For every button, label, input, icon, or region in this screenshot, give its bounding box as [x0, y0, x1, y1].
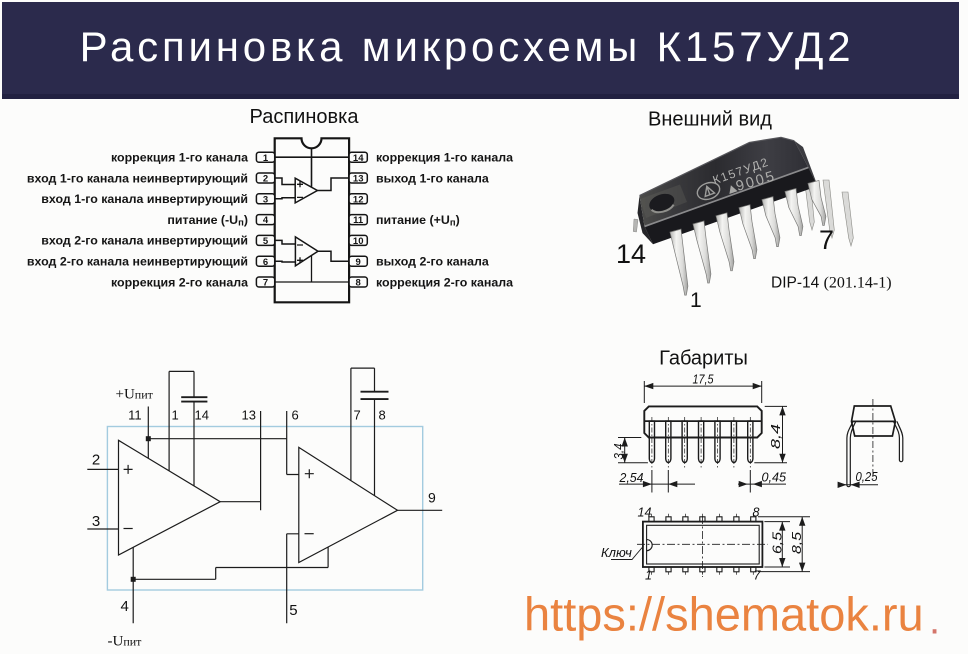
svg-text:вход 1-го канала неинвертирующ: вход 1-го канала неинвертирующий [27, 171, 248, 185]
svg-text:1: 1 [172, 408, 179, 423]
svg-text:11: 11 [353, 215, 364, 226]
svg-text:Распиновка микросхемы К157УД2: Распиновка микросхемы К157УД2 [80, 23, 855, 70]
svg-text:5: 5 [263, 236, 269, 247]
svg-text:4: 4 [121, 598, 129, 615]
svg-text:7: 7 [819, 225, 834, 255]
svg-text:выход 2-го канала: выход 2-го канала [376, 255, 489, 269]
svg-text:Габариты: Габариты [659, 348, 748, 370]
svg-text:2: 2 [263, 174, 268, 185]
svg-text:13: 13 [353, 174, 364, 185]
svg-text:9: 9 [428, 490, 436, 506]
svg-text:коррекция 1-го канала: коррекция 1-го канала [376, 151, 513, 165]
svg-text:14: 14 [638, 506, 652, 520]
svg-text:7: 7 [754, 569, 762, 583]
svg-text:коррекция 1-го канала: коррекция 1-го канала [111, 151, 248, 165]
svg-text:8,4: 8,4 [768, 424, 783, 449]
svg-text:6,5: 6,5 [770, 531, 785, 554]
svg-text:9: 9 [356, 257, 361, 268]
svg-text:6: 6 [292, 408, 299, 423]
svg-text:Внешний вид: Внешний вид [648, 109, 772, 131]
svg-text:8: 8 [379, 408, 386, 423]
svg-text:8: 8 [356, 278, 361, 289]
svg-text:вход 2-го канала инвертирующий: вход 2-го канала инвертирующий [41, 234, 248, 248]
svg-text:коррекция 2-го канала: коррекция 2-го канала [111, 275, 248, 289]
svg-text:DIP-14 (201.14-1): DIP-14 (201.14-1) [771, 275, 892, 292]
svg-text:1: 1 [690, 289, 702, 312]
svg-text:8: 8 [753, 506, 760, 520]
svg-text:4: 4 [263, 215, 269, 226]
svg-text:3: 3 [263, 194, 268, 205]
svg-text:14: 14 [616, 239, 646, 269]
svg-text:вход 2-го канала неинвертирующ: вход 2-го канала неинвертирующий [27, 255, 248, 269]
svg-text:.: . [929, 599, 940, 643]
svg-text:0,45: 0,45 [762, 470, 787, 485]
svg-text:14: 14 [195, 408, 209, 423]
svg-text:11: 11 [128, 408, 142, 423]
svg-text:2: 2 [92, 452, 100, 469]
svg-text:3: 3 [92, 513, 100, 530]
svg-text:13: 13 [242, 408, 256, 423]
svg-text:5: 5 [289, 602, 297, 619]
svg-text:Ключ: Ключ [601, 545, 632, 560]
svg-text:+Uпит: +Uпит [116, 387, 154, 403]
svg-text:1: 1 [645, 569, 652, 583]
svg-text:Распиновка: Распиновка [250, 106, 360, 128]
svg-text:12: 12 [353, 194, 364, 205]
svg-text:14: 14 [353, 153, 364, 164]
svg-text:3,4: 3,4 [611, 444, 626, 460]
svg-text:0,25: 0,25 [856, 469, 879, 484]
svg-text:1: 1 [263, 153, 269, 164]
svg-text:7: 7 [263, 278, 268, 289]
svg-text:коррекция 2-го канала: коррекция 2-го канала [376, 275, 513, 289]
svg-text:10: 10 [353, 236, 364, 247]
svg-text:выход 1-го канала: выход 1-го канала [376, 171, 489, 185]
svg-text:-Uпит: -Uпит [108, 634, 143, 650]
svg-text:2,54: 2,54 [619, 470, 644, 485]
svg-text:17,5: 17,5 [693, 372, 715, 387]
svg-text:питание (+Uп): питание (+Uп) [376, 213, 460, 229]
svg-text:питание (-Uп): питание (-Uп) [167, 213, 248, 229]
svg-text:вход 1-го канала инвертирующий: вход 1-го канала инвертирующий [41, 192, 248, 206]
svg-text:6: 6 [263, 257, 268, 268]
svg-text:7: 7 [354, 408, 361, 423]
svg-text:https://shematok.ru: https://shematok.ru [524, 588, 924, 641]
svg-text:8,5: 8,5 [789, 531, 804, 554]
